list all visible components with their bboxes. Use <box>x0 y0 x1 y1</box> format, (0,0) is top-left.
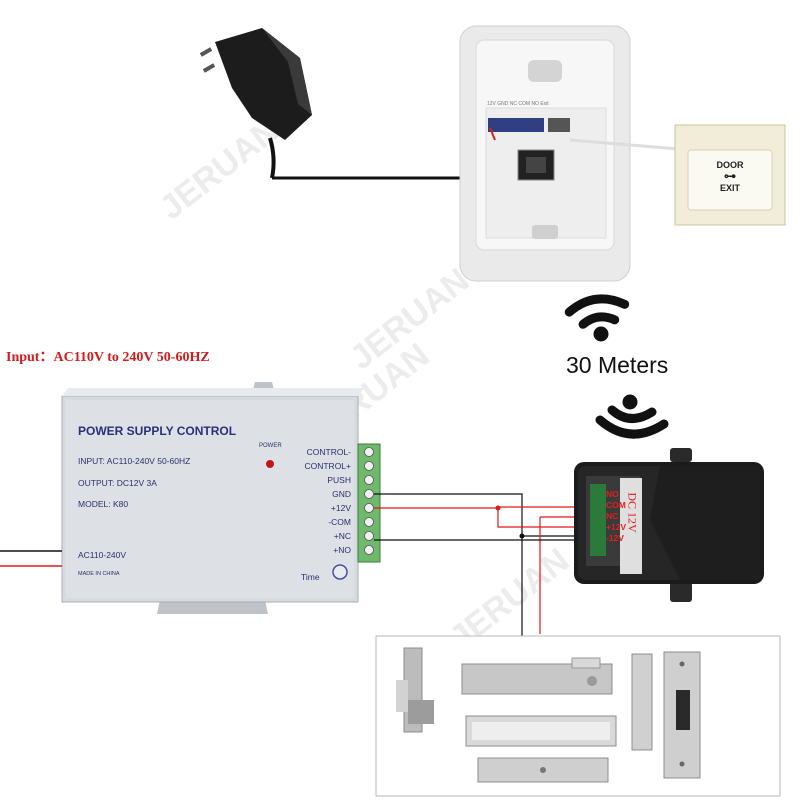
terminal-control-minus: CONTROL- <box>306 447 351 457</box>
exit-label: EXIT <box>719 183 740 193</box>
wifi-signal-icon <box>564 294 630 342</box>
power-supply-model: MODEL: K80 <box>78 499 129 509</box>
power-led-label: POWER <box>259 443 282 449</box>
receiver-terminal-plus-12v: +12V <box>606 522 627 532</box>
power-supply-output: OUTPUT: DC12V 3A <box>78 478 157 488</box>
terminal-gnd: GND <box>332 489 351 499</box>
wifi-signal-icon <box>595 394 669 439</box>
terminal-minus-com: -COM <box>328 517 351 527</box>
made-in-label: MADE IN CHINA <box>78 571 120 577</box>
door-exit-button-label: DOOR ⊶ EXIT <box>688 160 772 193</box>
receiver-terminal-com: COM <box>606 500 626 510</box>
terminal-plus-no: +NO <box>333 545 351 555</box>
distance-label: 30 Meters <box>566 352 669 378</box>
receiver-terminal-minus-12v: -12V <box>606 533 624 543</box>
power-adapter <box>199 28 312 179</box>
doorbell-backplate <box>459 25 631 282</box>
input-voltage-label: Input：AC110V to 240V 50-60HZ <box>6 350 210 365</box>
terminal-control-plus: CONTROL+ <box>304 461 351 471</box>
terminal-plus-12v: +12V <box>330 503 351 513</box>
time-label: Time <box>301 572 320 582</box>
receiver-dc-label: DC 12V <box>625 492 640 533</box>
lock-types-panel <box>375 635 781 797</box>
terminal-plus-nc: +NC <box>333 531 351 541</box>
power-supply-box <box>61 382 381 614</box>
door-label: DOOR <box>716 160 744 170</box>
receiver-terminal-nc: NC <box>606 511 619 521</box>
doorbell-terminal-strip-label: 12V GND NC COM NO Exit <box>487 101 549 107</box>
wireless-receiver <box>574 448 764 602</box>
ac-input-label: AC110-240V <box>78 550 127 560</box>
terminal-push: PUSH <box>327 475 351 485</box>
key-icon: ⊶ <box>724 169 736 183</box>
receiver-terminal-no: NO <box>606 489 619 499</box>
connection-wires <box>374 493 595 640</box>
power-supply-input: INPUT: AC110-240V 50-60HZ <box>78 456 191 466</box>
power-supply-title: POWER SUPPLY CONTROL <box>78 424 237 438</box>
exit-button-cable <box>569 138 691 152</box>
door-exit-button[interactable] <box>674 124 786 226</box>
